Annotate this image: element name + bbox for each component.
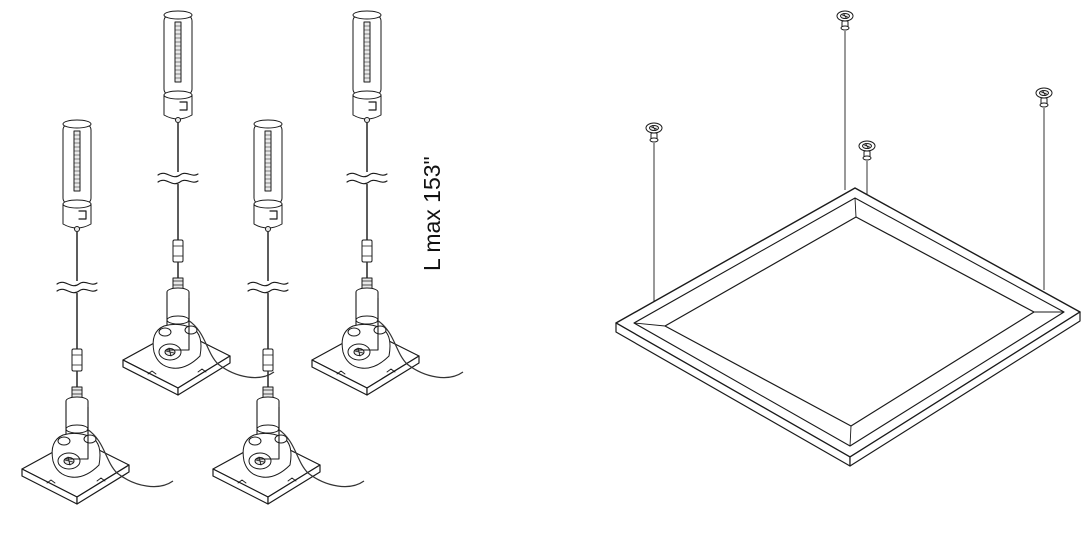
- cable-length-label: L max 153": [419, 156, 445, 271]
- ceiling-anchor-left: [645, 122, 663, 143]
- ceiling-anchor-top: [836, 10, 854, 31]
- suspension-kit-front-right: [212, 119, 365, 505]
- suspension-kit-back-left: [122, 10, 275, 396]
- suspension-kit-front-left: [21, 119, 174, 505]
- suspended-fixture: [615, 10, 1081, 467]
- suspension-kits: [21, 10, 464, 505]
- fixture-panel: [615, 187, 1081, 467]
- ceiling-anchor-middle: [858, 140, 876, 161]
- suspension-cables: [653, 31, 1045, 304]
- ceiling-anchor-right: [1035, 87, 1053, 108]
